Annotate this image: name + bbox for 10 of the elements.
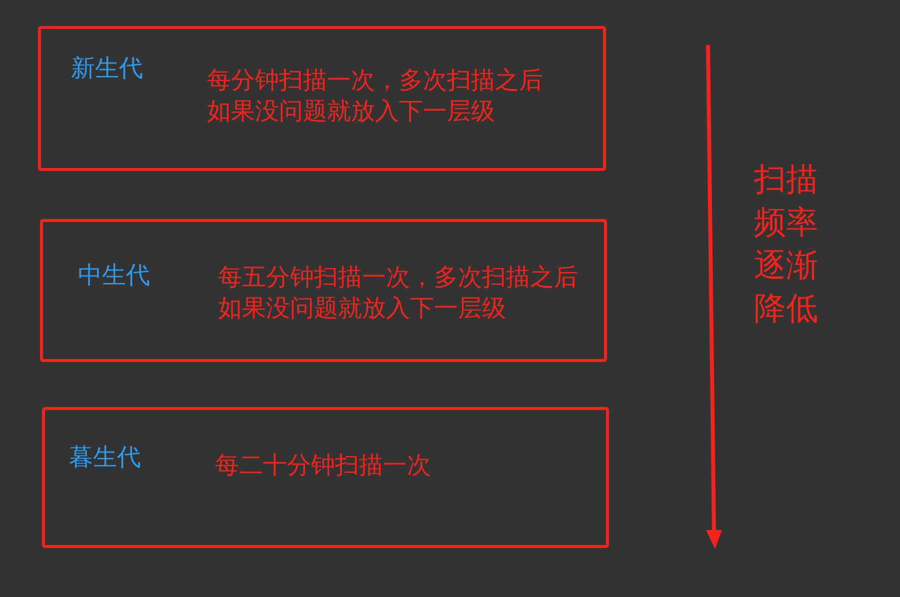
scan-description: 每五分钟扫描一次，多次扫描之后如果没问题就放入下一层级: [218, 262, 579, 324]
generation-title: 中生代: [78, 260, 150, 290]
generation-box: [40, 219, 607, 362]
side-note: 扫描频率逐渐降低: [754, 159, 819, 329]
generation-title: 暮生代: [69, 442, 141, 472]
generation-title: 新生代: [71, 53, 143, 83]
scan-description: 每分钟扫描一次，多次扫描之后如果没问题就放入下一层级: [207, 65, 544, 127]
scan-description: 每二十分钟扫描一次: [215, 450, 432, 481]
generation-box: [42, 407, 609, 548]
generation-box: [38, 26, 606, 171]
